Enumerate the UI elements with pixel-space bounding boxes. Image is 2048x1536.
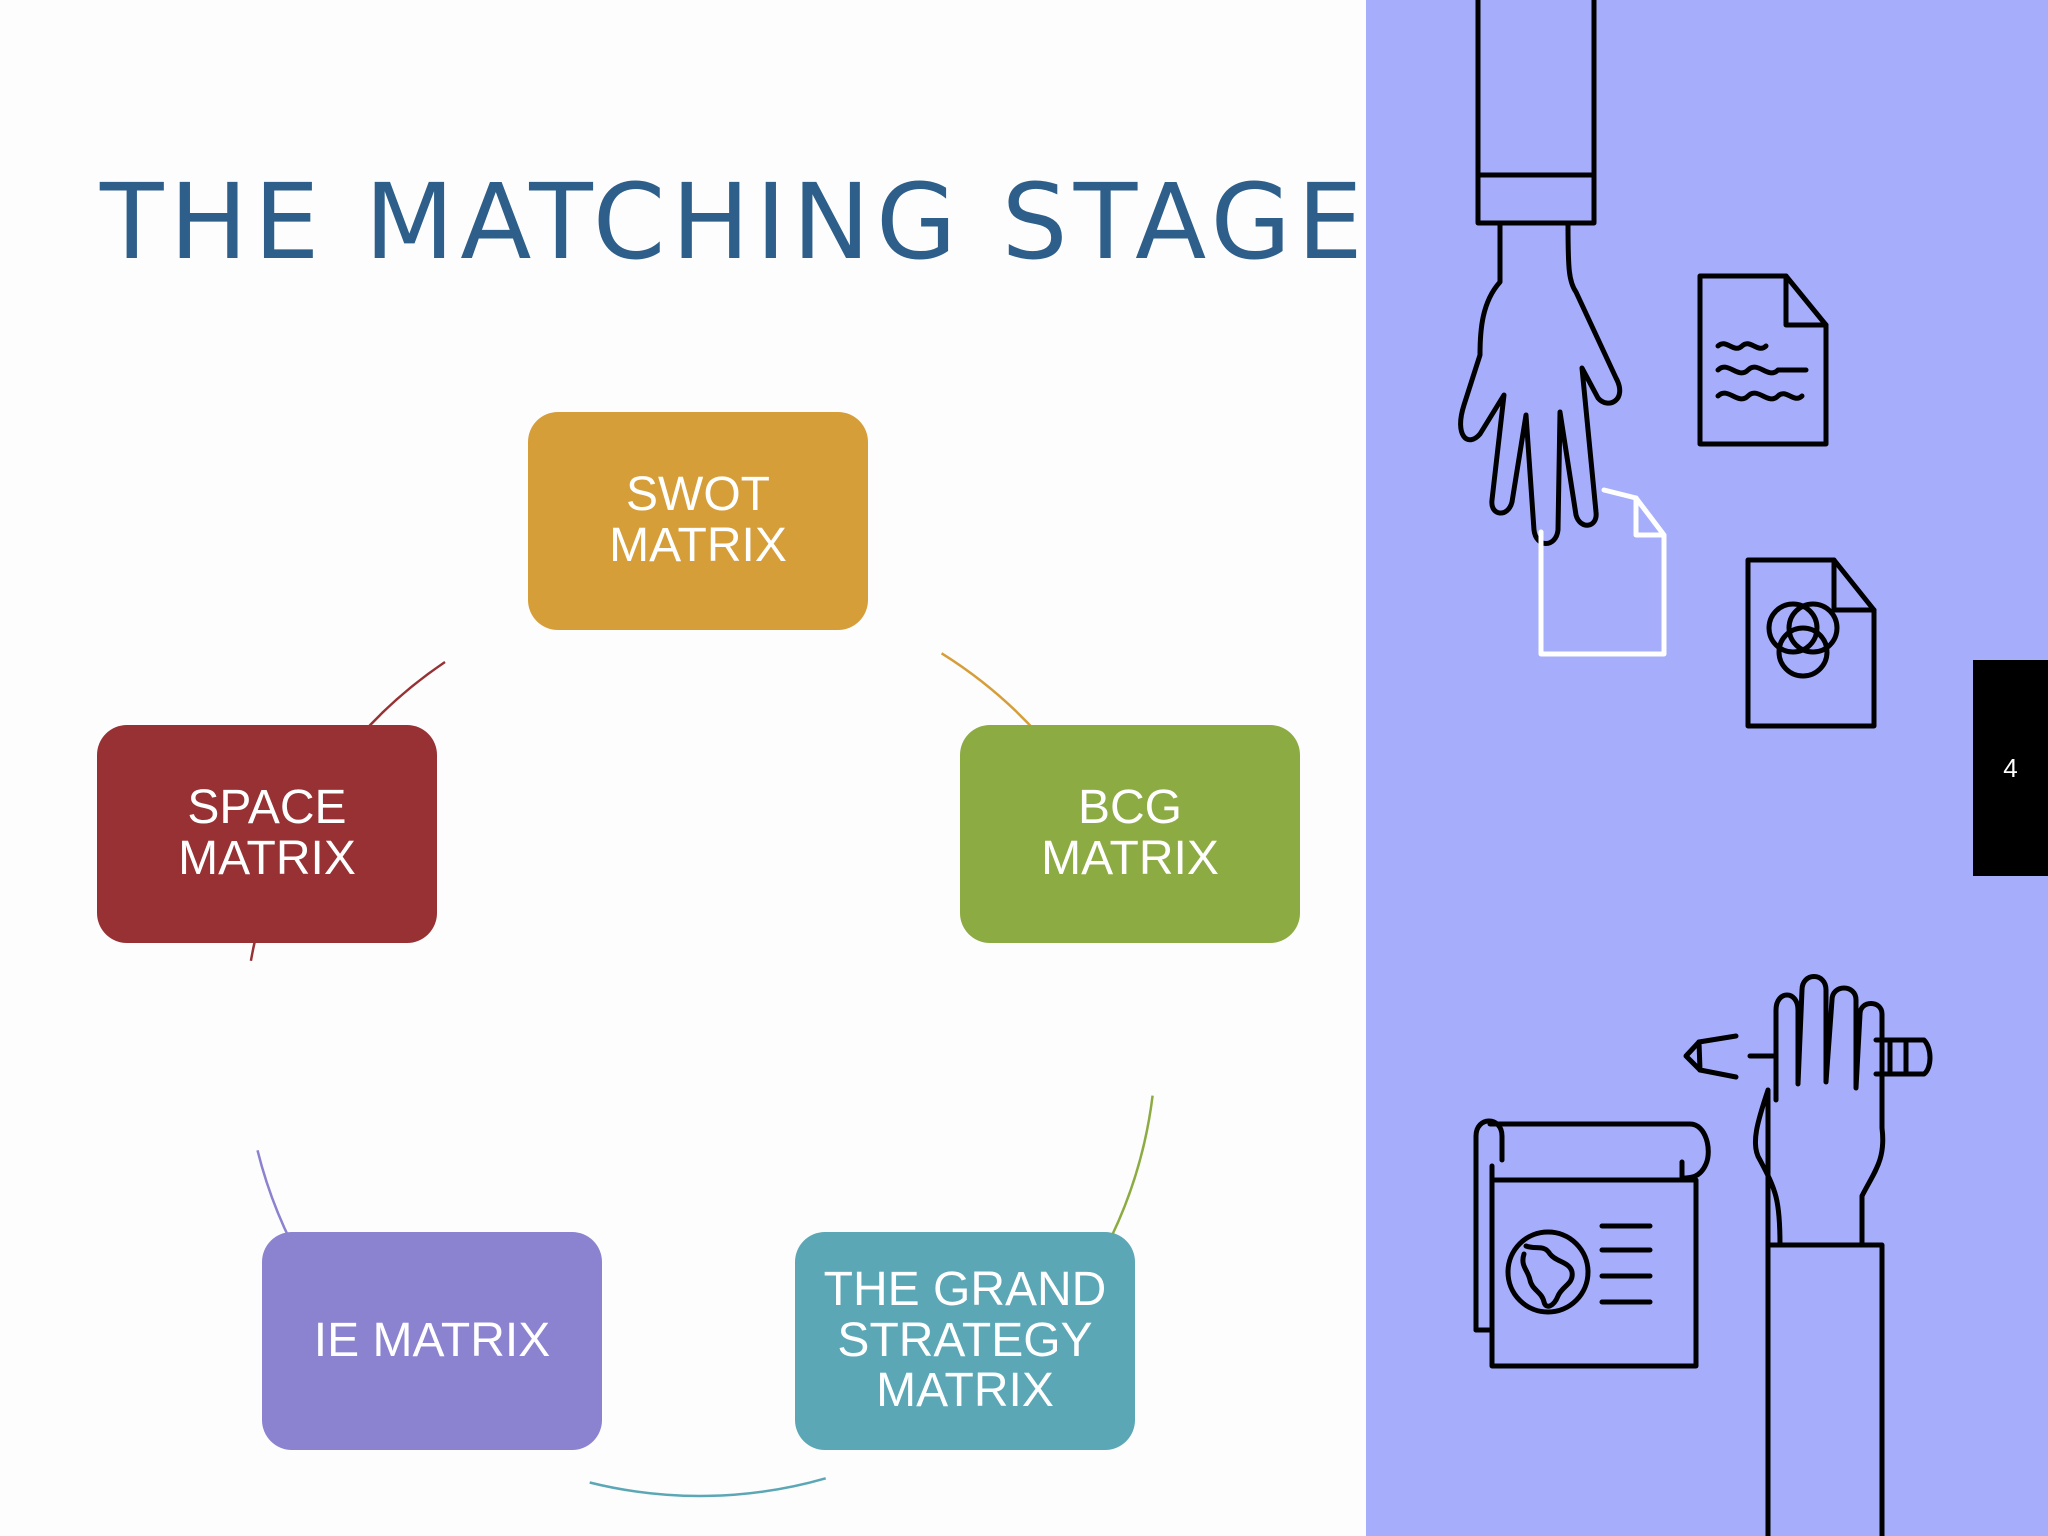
node-label: BCG MATRIX — [1041, 781, 1219, 885]
hand-with-pencil-icon — [1683, 974, 1933, 1536]
node-label: SWOT MATRIX — [609, 468, 787, 572]
node-ie-matrix[interactable]: IE MATRIX — [262, 1232, 602, 1450]
text-document-icon — [1697, 273, 1829, 447]
node-swot-matrix[interactable]: SWOT MATRIX — [528, 412, 868, 630]
venn-document-icon — [1745, 557, 1877, 729]
node-label: SPACE MATRIX — [178, 781, 356, 885]
world-map-scroll-icon — [1473, 1118, 1711, 1369]
page-number-badge: 4 — [1973, 660, 2048, 876]
node-grand-strategy-matrix[interactable]: THE GRAND STRATEGY MATRIX — [795, 1232, 1135, 1450]
node-label: IE MATRIX — [313, 1313, 551, 1367]
hand-dropping-document-icon — [1458, 0, 1667, 657]
node-space-matrix[interactable]: SPACE MATRIX — [97, 725, 437, 943]
node-label: THE GRAND STRATEGY MATRIX — [823, 1262, 1107, 1418]
page-number: 4 — [2003, 752, 2018, 783]
node-bcg-matrix[interactable]: BCG MATRIX — [960, 725, 1300, 943]
cycle-connector-arc — [589, 1477, 827, 1498]
slide-title: THE MATCHING STAGE — [100, 161, 1369, 283]
illustration-panel — [1366, 0, 2048, 1536]
